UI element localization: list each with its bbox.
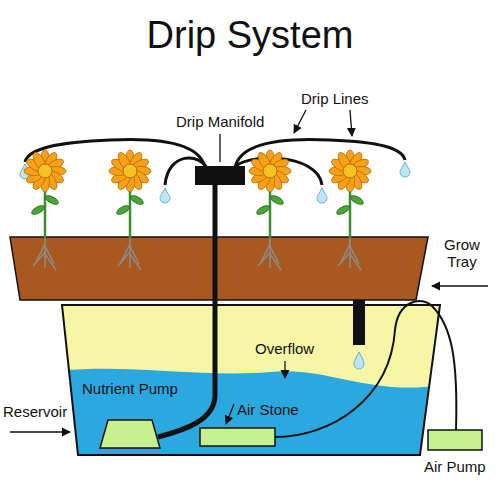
flower-center [38,164,52,178]
leaf [30,204,45,216]
water-drop [400,162,410,177]
flower-center [263,164,277,178]
leader-arrows [10,110,488,432]
air-tube [275,301,456,437]
reservoir-fill [50,300,450,460]
root [45,254,56,270]
leader-arrow [10,431,70,432]
part-label: Air Pump [424,458,486,475]
drip-manifold [195,166,245,185]
feed-pipe [158,185,215,437]
title: Drip System [0,14,500,57]
leader-arrow [284,361,285,378]
root [130,254,141,270]
root [118,252,130,266]
flower-center [343,164,357,178]
leaf [44,194,59,206]
leaf [255,204,270,216]
part-label: Overflow [255,340,314,357]
leaf [269,194,284,206]
water-drop [317,188,327,203]
drip-lines [25,139,405,185]
root [258,252,270,266]
leader-arrow [294,110,306,133]
air-stone [200,428,275,446]
root [350,254,361,270]
water-drop [354,352,364,369]
nutrient-solution [50,369,450,460]
flower [24,150,66,270]
flower [329,150,371,270]
leader-line [219,134,220,162]
part-label: Drip Manifold [176,113,264,130]
leaf [349,194,364,206]
overflow-pipe [353,300,365,345]
water-drop [160,188,170,203]
part-label: Air Stone [237,401,299,418]
nutrient-pump [100,420,160,448]
flower [109,150,151,270]
plants [24,150,371,270]
root [338,252,350,266]
leader-arrow [350,110,352,136]
leader-arrow [226,404,234,424]
part-label: Grow Tray [434,236,490,271]
flower-center [123,164,137,178]
root [270,254,281,270]
part-label: Drip Lines [301,90,369,107]
air-space [50,300,450,460]
leaf [335,204,350,216]
reservoir-outline [62,305,440,455]
flower [249,150,291,270]
root [33,252,45,266]
leaf [115,204,130,216]
air-pump [428,430,482,450]
part-label: Nutrient Pump [82,380,178,397]
grow-tray [10,237,428,300]
part-label: Reservoir [3,403,67,420]
leaf [129,194,144,206]
leader-arrow [432,285,488,286]
